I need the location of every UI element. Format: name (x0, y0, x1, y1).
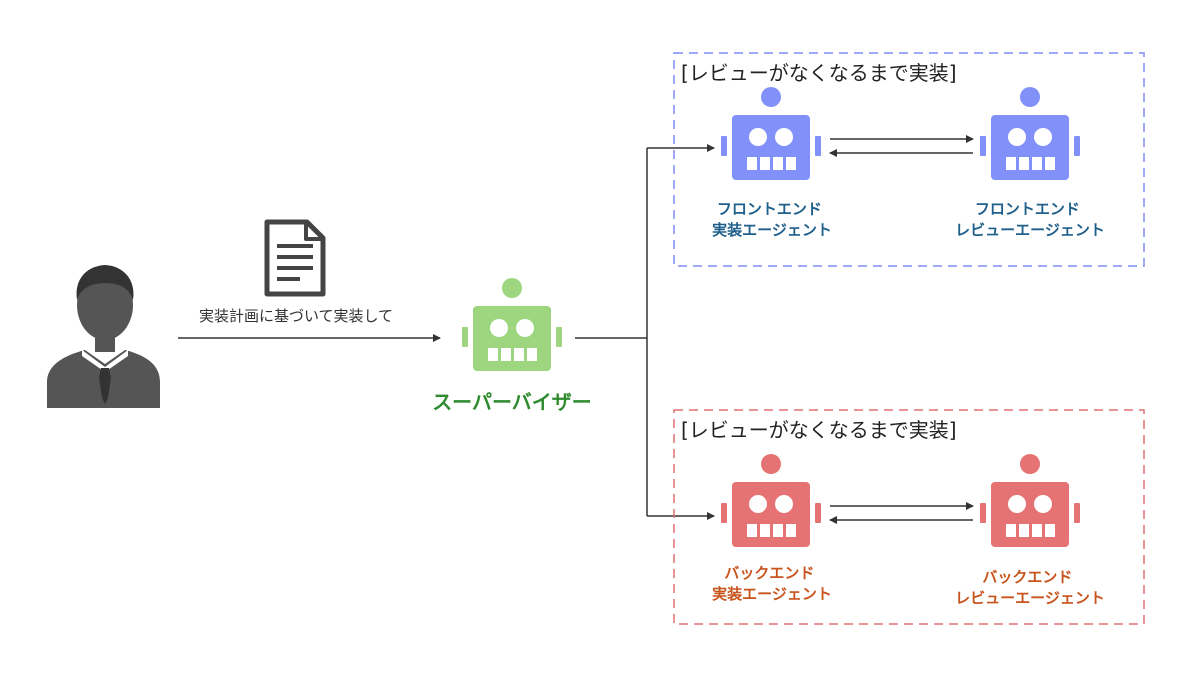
frontend-group-border (673, 52, 1145, 267)
backend-group-title: [レビューがなくなるまで実装] (681, 418, 957, 442)
backend-implementer-label-line1: バックエンド (724, 564, 814, 582)
document-icon (264, 219, 326, 297)
backend-implementer-robot-icon (721, 454, 821, 547)
backend-implementer-label: バックエンド 実装エージェント (712, 564, 832, 603)
backend-reviewer-label-line2: レビューエージェント (955, 589, 1105, 607)
branch-connectors (575, 144, 715, 520)
person-icon (47, 265, 160, 408)
frontend-reviewer-label-line1: フロントエンド (975, 200, 1080, 218)
backend-group: [レビューがなくなるまで実装] バックエンド 実装エージェント バックエンド レ… (673, 409, 1145, 625)
frontend-group: [レビューがなくなるまで実装] フロントエンド 実装エージェント フロントエンド… (673, 52, 1145, 267)
backend-reviewer-robot-icon (980, 454, 1080, 547)
frontend-reviewer-label-line2: レビューエージェント (955, 221, 1105, 239)
supervisor-robot-icon (462, 278, 562, 371)
backend-group-border (673, 409, 1145, 625)
backend-reviewer-label-line1: バックエンド (982, 568, 1072, 586)
supervisor-label: スーパーバイザー (432, 390, 592, 414)
frontend-implementer-label-line1: フロントエンド (717, 200, 822, 218)
backend-reviewer-label: バックエンド レビューエージェント (955, 568, 1105, 607)
frontend-reviewer-robot-icon (980, 87, 1080, 180)
frontend-reviewer-label: フロントエンド レビューエージェント (955, 200, 1105, 239)
instruction-text: 実装計画に基づいて実装して (199, 307, 393, 325)
frontend-implementer-label-line2: 実装エージェント (712, 221, 832, 239)
frontend-implementer-robot-icon (721, 87, 821, 180)
frontend-implementer-label: フロントエンド 実装エージェント (712, 200, 832, 239)
frontend-group-title: [レビューがなくなるまで実装] (681, 61, 957, 85)
backend-implementer-label-line2: 実装エージェント (712, 585, 832, 603)
